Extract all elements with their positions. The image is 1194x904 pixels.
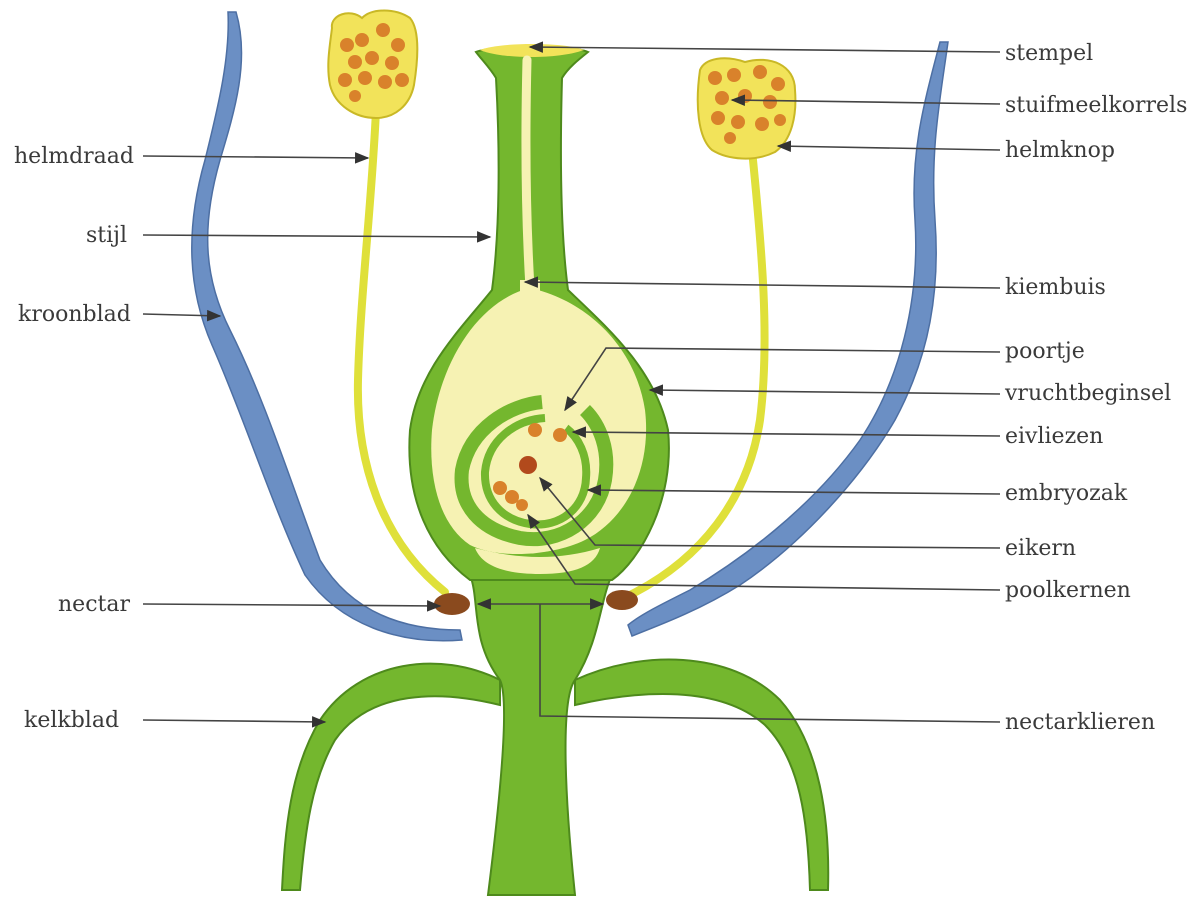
label-kroonblad: kroonblad bbox=[18, 302, 131, 327]
anther-left bbox=[328, 11, 417, 119]
label-eivliezen: eivliezen bbox=[1005, 424, 1103, 449]
label-embryozak: embryozak bbox=[1005, 481, 1128, 506]
egg-nucleus bbox=[519, 456, 537, 474]
label-stijl: stijl bbox=[86, 223, 127, 248]
label-stempel: stempel bbox=[1005, 41, 1093, 66]
label-poolkernen: poolkernen bbox=[1005, 578, 1131, 603]
label-vruchtbeginsel: vruchtbeginsel bbox=[1004, 381, 1171, 406]
anther-right bbox=[698, 58, 796, 158]
sepal-right bbox=[575, 660, 828, 890]
synergid-1 bbox=[528, 423, 542, 437]
label-kelkblad: kelkblad bbox=[24, 708, 119, 733]
nectary-left bbox=[434, 593, 470, 615]
synergid-2 bbox=[553, 428, 567, 442]
label-poortje: poortje bbox=[1005, 339, 1085, 364]
label-helmknop: helmknop bbox=[1005, 138, 1115, 163]
label-helmdraad: helmdraad bbox=[14, 144, 134, 169]
polar-nucleus-3 bbox=[516, 499, 528, 511]
polar-nucleus-1 bbox=[493, 481, 507, 495]
label-kiembuis: kiembuis bbox=[1005, 275, 1106, 300]
label-stuifmeelkorrels: stuifmeelkorrels bbox=[1005, 93, 1187, 118]
label-nectarklieren: nectarklieren bbox=[1005, 710, 1155, 735]
petal-left bbox=[192, 12, 462, 641]
style-canal bbox=[526, 60, 530, 288]
stem bbox=[470, 575, 612, 895]
label-nectar: nectar bbox=[58, 592, 130, 617]
label-eikern: eikern bbox=[1005, 536, 1076, 561]
nectary-right bbox=[606, 590, 638, 610]
sepal-left bbox=[282, 664, 500, 890]
